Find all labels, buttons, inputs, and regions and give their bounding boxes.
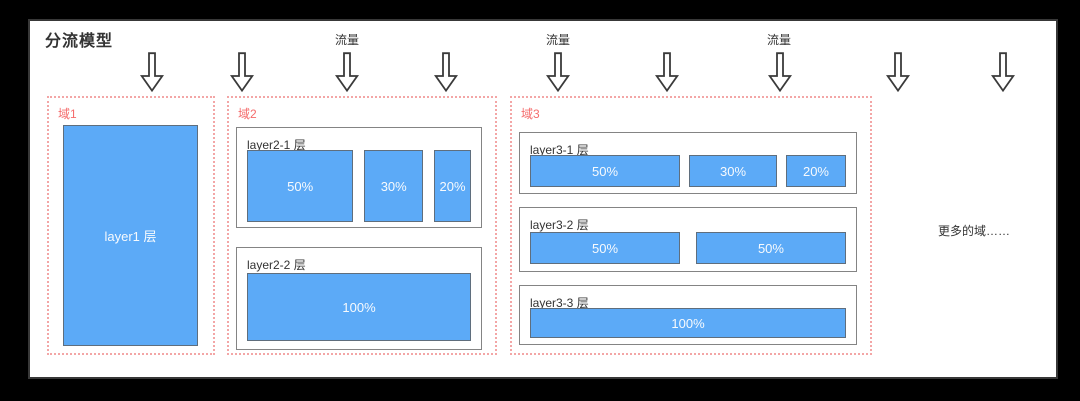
more-domains-label: 更多的域…… <box>938 224 1011 238</box>
domain-label: 域2 <box>238 107 257 121</box>
layer-label: layer3-3 层 <box>530 296 589 310</box>
diagram-title: 分流模型 <box>45 33 114 50</box>
layer-cell-row: 100% <box>247 273 471 341</box>
layer-cell-row: 50% 50% <box>530 232 846 264</box>
layer-cell-row: 50%30%20% <box>530 155 846 187</box>
layer-cell-row: 50%30% 20% <box>247 150 471 222</box>
layer-label: layer2-2 层 <box>247 258 306 272</box>
layer-label: layer3-1 层 <box>530 143 589 157</box>
down-arrow-icon <box>654 52 680 93</box>
domain-label: 域3 <box>521 107 540 121</box>
domain-label: 域1 <box>58 107 77 121</box>
traffic-percent-cell: 50% <box>530 155 681 187</box>
traffic-percent-cell: 50% <box>695 232 846 264</box>
down-arrow-icon <box>139 52 165 93</box>
layer-cell-row: 100% <box>530 308 846 338</box>
traffic-label: 流量 <box>334 33 359 47</box>
traffic-percent-cell: 20% <box>785 155 846 187</box>
traffic-percent-cell: 20% <box>434 150 471 222</box>
layer-label: layer2-1 层 <box>247 138 306 152</box>
traffic-percent-cell: 50% <box>247 150 354 222</box>
down-arrow-icon <box>229 52 255 93</box>
down-arrow-icon <box>767 52 793 93</box>
traffic-label: 流量 <box>545 33 570 47</box>
traffic-percent-cell: 30% <box>364 150 424 222</box>
traffic-percent-cell: 30% <box>688 155 778 187</box>
down-arrow-icon <box>334 52 360 93</box>
down-arrow-icon <box>990 52 1016 93</box>
layer-cell: layer1 层 <box>63 125 198 346</box>
traffic-percent-cell: 100% <box>247 273 471 341</box>
traffic-percent-cell: 50% <box>530 232 681 264</box>
traffic-label: 流量 <box>766 33 791 47</box>
domain-box-1: 域1 layer1 层 <box>47 96 215 355</box>
traffic-percent-cell: 100% <box>530 308 846 338</box>
down-arrow-icon <box>545 52 571 93</box>
down-arrow-icon <box>885 52 911 93</box>
down-arrow-icon <box>433 52 459 93</box>
layer-label: layer3-2 层 <box>530 218 589 232</box>
